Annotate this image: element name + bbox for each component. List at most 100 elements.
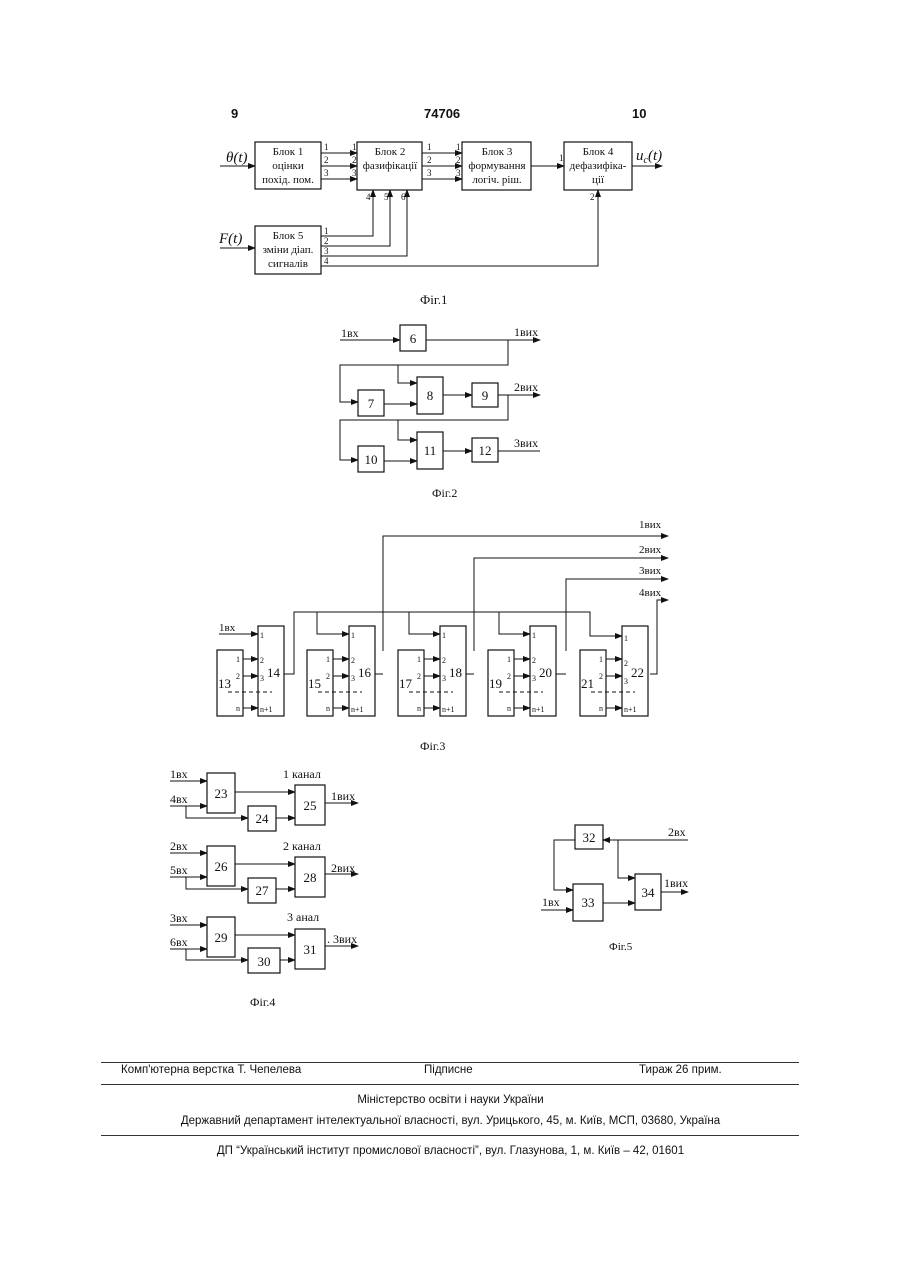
fig1-block-2-line-1: Блок 2 [375,146,406,158]
fig3-g2-r-port-n1: n+1 [351,705,364,714]
fig3-g3-r-port-2: 2 [442,656,446,665]
fig3-g1-port-2: 2 [236,672,240,681]
fig1-b3-in-2: 2 [456,155,461,165]
fig3-g5-port-n: n [599,704,603,713]
fig4-block-24-label: 24 [256,811,270,826]
fig5-block-32-label: 32 [583,830,596,845]
footer-rule-bottom [101,1135,799,1136]
fig3-g3-port-1: 1 [417,655,421,664]
fig3-g3-r-port-3: 3 [442,674,446,683]
footer-institute: ДП “Український інститут промислової вла… [0,1145,901,1157]
fig5-block-34-label: 34 [642,885,656,900]
fig1-b2-port-4: 4 [366,192,371,202]
fig4-block-27-label: 27 [256,883,270,898]
fig1-caption: Фіг.1 [420,292,448,307]
fig1-output-u: uc(t) [636,148,662,166]
fig3-block-19-label: 19 [489,676,502,691]
fig3-g3-port-n: n [417,704,421,713]
footer-layout-credit: Комп'ютерна верстка Т. Чепелева [121,1064,301,1076]
fig3-g4-port-2: 2 [507,672,511,681]
fig1-b1-port-2: 2 [324,155,329,165]
fig3-block-18-label: 18 [449,665,462,680]
fig5-input-1: 1вх [542,895,560,909]
fig2-block-8-label: 8 [427,388,434,403]
fig4-block-25-label: 25 [304,798,317,813]
fig3-g2-port-1: 1 [326,655,330,664]
footer-print-run: Тираж 26 прим. [639,1064,722,1076]
fig2-output-1: 1вих [514,325,538,339]
fig3-g3-port-2: 2 [417,672,421,681]
fig3-block-16-label: 16 [358,665,372,680]
fig2-block-6-label: 6 [410,331,417,346]
fig4-channel-3-label: 3 анал [287,910,319,924]
fig1-b5-port-2: 2 [324,236,329,246]
fig1-block-3-line-1: Блок 3 [482,146,513,158]
fig3-output-3: 3вих [639,565,662,577]
fig5-output: 1вих [664,876,688,890]
fig1-block-5-line-3: сигналів [268,258,308,270]
fig3-block-15-label: 15 [308,676,321,691]
fig4-caption: Фіг.4 [250,995,275,1009]
fig3-g4-r-port-n1: n+1 [532,705,545,714]
fig3-block-13-label: 13 [218,676,231,691]
fig5-caption: Фіг.5 [609,941,633,953]
fig3-output-1: 1вих [639,519,662,531]
fig1-b3-in-1: 1 [456,142,461,152]
fig4-channel-2-label: 2 канал [283,839,321,853]
fig2-output-2: 2вих [514,380,538,394]
fig3-output-2: 2вих [639,544,662,556]
fig4-block-29-label: 29 [215,930,228,945]
fig1-b4-port-2: 2 [590,192,595,202]
fig1-b1-port-1: 1 [324,142,329,152]
fig3-block-22-label: 22 [631,665,644,680]
fig5-input-2: 2вх [668,825,686,839]
fig1-b2-port-2: 2 [427,155,432,165]
fig3-block-14-label: 14 [267,665,281,680]
fig3-input-label: 1вх [219,622,236,634]
fig1-b3-in-3: 3 [456,168,461,178]
fig3-block-21-label: 21 [581,676,594,691]
fig4-block-30-label: 30 [258,954,271,969]
fig4-ch1-output: 1вих [331,789,355,803]
footer-department: Державний департамент інтелектуальної вл… [0,1115,901,1127]
fig4-ch1-input-b: 4вх [170,792,188,806]
fig1-block-4-line-1: Блок 4 [583,146,614,158]
fig3-g5-r-port-2: 2 [624,659,628,668]
fig3-g1-r-port-n1: n+1 [260,705,273,714]
fig3-caption: Фіг.3 [420,739,445,753]
fig3-block-17-label: 17 [399,676,413,691]
fig1-input-theta: θ(t) [226,150,248,166]
fig1-b2-port-6: 6 [401,192,406,202]
fig2-output-3: 3вих [514,436,538,450]
fig1-b5-port-3: 3 [324,246,329,256]
fig1-block-1-line-3: похід. пом. [262,174,314,186]
fig1-b5-port-1: 1 [324,226,329,236]
footer-signed: Підписне [424,1064,473,1076]
fig2-block-11-label: 11 [424,443,437,458]
fig2-block-12-label: 12 [479,443,492,458]
fig3-g4-r-port-3: 3 [532,674,536,683]
fig3-g5-r-port-1: 1 [624,634,628,643]
fig4-ch3-output: . 3вих [327,932,357,946]
figure-1: θ(t) F(t) Блок 1 оцінки похід. пом. Блок… [218,142,662,307]
fig3-g4-r-port-2: 2 [532,656,536,665]
fig1-b2-port-1: 1 [427,142,432,152]
fig1-block-2-line-2: фазифікації [363,160,418,172]
fig4-ch2-input-a: 2вх [170,839,188,853]
fig3-g5-r-port-n1: n+1 [624,705,637,714]
fig3-g2-port-n: n [326,704,330,713]
fig1-block-3-line-3: логіч. ріш. [472,174,522,186]
fig1-block-3-line-2: формування [468,160,525,172]
fig1-b4-in-1: 1 [559,153,564,163]
footer-ministry: Міністерство освіти і науки України [0,1094,901,1106]
fig4-ch2-input-b: 5вх [170,863,188,877]
fig3-g1-r-port-2: 2 [260,656,264,665]
fig2-block-10-label: 10 [365,452,378,467]
footer-rule-middle [101,1084,799,1085]
fig4-channel-1-label: 1 канал [283,767,321,781]
fig1-block-4-line-2: дефазифіка- [570,160,627,172]
footer-rule-top [101,1062,799,1063]
fig3-g1-r-port-3: 3 [260,674,264,683]
fig3-g2-r-port-3: 3 [351,674,355,683]
